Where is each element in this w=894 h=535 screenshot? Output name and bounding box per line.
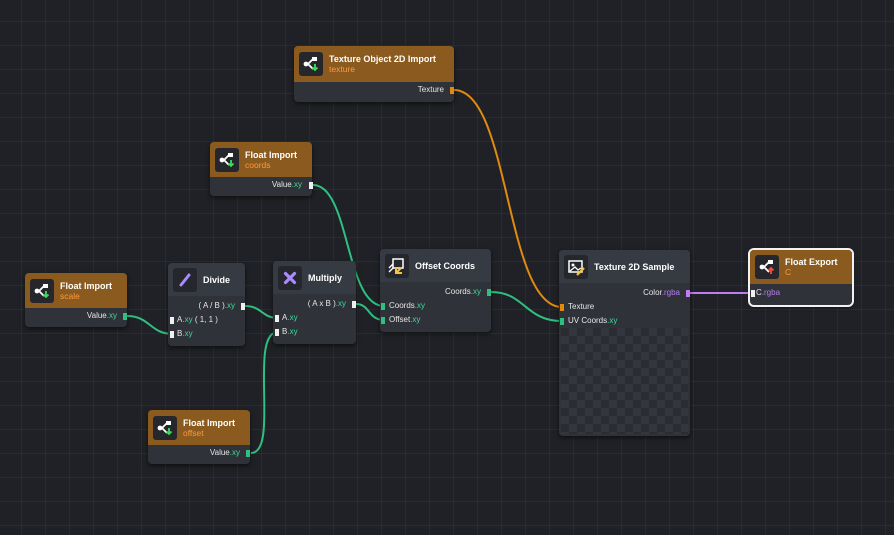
input-c-label: C.rgba [756, 288, 781, 297]
node-title: Multiply [308, 272, 342, 283]
input-a-label: A.xy [282, 313, 298, 322]
input-port-c[interactable] [751, 290, 755, 297]
output-port-color[interactable] [686, 290, 690, 297]
input-port-b[interactable] [170, 331, 174, 338]
multiply-node[interactable]: Multiply ( A x B ).xy A.xy B.xy [273, 261, 356, 344]
input-coords-label: Coords.xy [389, 301, 426, 310]
output-port-result[interactable] [241, 303, 245, 310]
input-b-label: B.xy [177, 329, 193, 338]
input-port-b[interactable] [275, 329, 279, 336]
output-port-value[interactable] [246, 450, 250, 457]
multiply-icon [278, 265, 302, 290]
input-a-label: A.xy ( 1, 1 ) [177, 315, 218, 324]
input-port-texture[interactable] [560, 304, 564, 311]
texture-object-import-node[interactable]: Texture Object 2D Import texture Texture [294, 46, 454, 102]
node-subtitle: offset [183, 427, 204, 438]
node-title: Float Import [183, 417, 235, 428]
divide-icon [173, 267, 197, 292]
formula-label: ( A x B ).xy [307, 299, 346, 308]
divide-node[interactable]: Divide ( A / B ).xy A.xy ( 1, 1 ) B.xy [168, 263, 245, 346]
node-title: Float Import [60, 280, 112, 291]
output-port-texture[interactable] [450, 87, 454, 94]
float-import-scale-node[interactable]: Float Import scale Value.xy [25, 273, 127, 327]
import-node-icon [153, 415, 177, 440]
input-b-label: B.xy [282, 327, 298, 336]
input-port-uv[interactable] [560, 318, 564, 325]
formula-label: ( A / B ).xy [198, 301, 235, 310]
offset-coords-icon [385, 253, 409, 278]
import-node-icon [299, 52, 323, 76]
input-port-a[interactable] [275, 315, 279, 322]
wire-offset-to-multiply-b [250, 331, 279, 454]
input-port-coords[interactable] [381, 303, 385, 310]
output-port-coords[interactable] [487, 289, 491, 296]
float-export-node[interactable]: Float Export C C.rgba [748, 248, 854, 307]
texture-2d-sample-node[interactable]: Texture 2D Sample Color.rgba Texture UV … [559, 250, 690, 436]
input-texture-label: Texture [568, 302, 595, 311]
import-node-icon [30, 278, 54, 303]
node-title: Float Export [785, 257, 838, 267]
texture-preview [561, 328, 688, 434]
texture-sample-icon [564, 254, 588, 279]
input-port-offset[interactable] [381, 317, 385, 324]
export-node-icon [755, 255, 779, 279]
output-port-value[interactable] [123, 313, 127, 320]
node-title: Divide [203, 274, 231, 285]
output-coords-label: Coords.xy [444, 287, 481, 296]
output-value-label: Value.xy [271, 180, 302, 189]
offset-coords-node[interactable]: Offset Coords Coords.xy Coords.xy Offset… [380, 249, 491, 332]
wire-offset-coords-to-uv [490, 291, 563, 322]
node-subtitle: coords [245, 159, 271, 170]
node-subtitle: texture [329, 64, 355, 74]
output-port-value[interactable] [309, 182, 313, 189]
node-title: Float Import [245, 149, 297, 160]
node-title: Texture 2D Sample [594, 261, 675, 272]
node-subtitle: C [785, 267, 792, 277]
node-title: Texture Object 2D Import [329, 54, 436, 64]
output-value-label: Value.xy [86, 311, 117, 320]
output-value-label: Value.xy [209, 448, 240, 457]
output-texture-label: Texture [417, 85, 444, 94]
node-title: Offset Coords [415, 260, 476, 271]
output-port-result[interactable] [352, 301, 356, 308]
output-color-label: Color.rgba [643, 288, 680, 297]
wire-scale-to-divide-b [126, 315, 174, 335]
float-import-coords-node[interactable]: Float Import coords Value.xy [210, 142, 312, 196]
input-port-a[interactable] [170, 317, 174, 324]
input-uv-label: UV Coords.xy [568, 316, 618, 325]
node-subtitle: scale [60, 290, 80, 301]
import-node-icon [215, 147, 239, 172]
input-offset-label: Offset.xy [389, 315, 421, 324]
float-import-offset-node[interactable]: Float Import offset Value.xy [148, 410, 250, 464]
